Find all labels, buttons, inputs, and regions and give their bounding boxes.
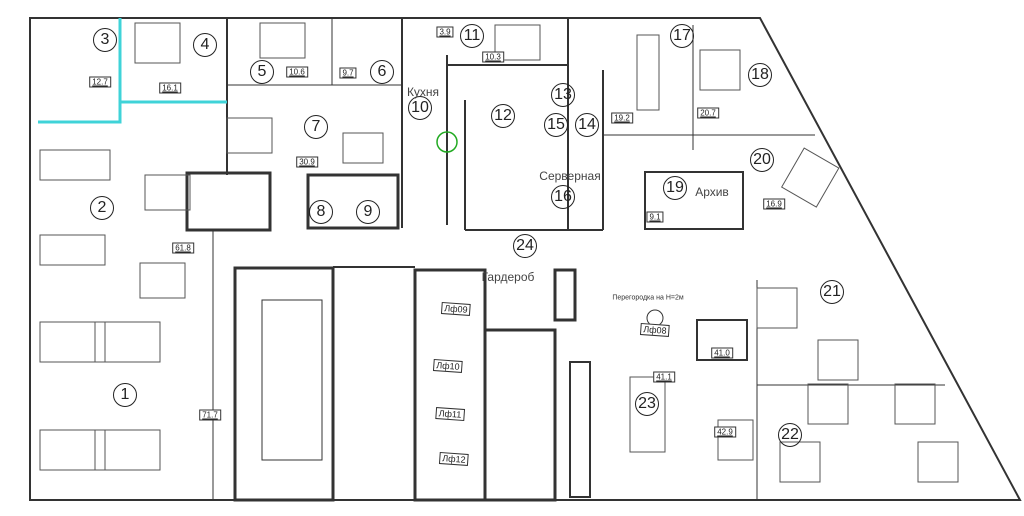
- room-number: 2: [90, 196, 114, 220]
- lift-label: Лф12: [438, 451, 470, 467]
- room-area: 9.1: [646, 211, 664, 223]
- lift-label: Лф09: [440, 301, 472, 317]
- room-area: 41.1: [653, 371, 675, 383]
- room-number: 4: [193, 33, 217, 57]
- room-number: 13: [551, 83, 575, 107]
- room-name: Кухня: [406, 85, 440, 99]
- room-area: 9.7: [339, 67, 357, 79]
- room-area: 10.3: [482, 51, 504, 63]
- room-name: Архив: [695, 185, 729, 199]
- lift-label: Лф08: [639, 322, 671, 338]
- room-number: 19: [663, 176, 687, 200]
- room-number: 5: [250, 60, 274, 84]
- room-area: 10.6: [286, 66, 308, 78]
- room-number: 18: [748, 63, 772, 87]
- room-number: 3: [93, 28, 117, 52]
- room-number: 22: [778, 423, 802, 447]
- lift-label: Лф11: [435, 407, 465, 421]
- room-number: 16: [551, 185, 575, 209]
- room-number: 20: [750, 148, 774, 172]
- room-number: 14: [575, 113, 599, 137]
- room-number: 17: [670, 24, 694, 48]
- room-number: 11: [460, 24, 484, 48]
- room-number: 8: [309, 200, 333, 224]
- room-number: 10: [408, 96, 432, 120]
- wardrobe-label: Гардероб: [481, 270, 535, 284]
- room-number: 9: [356, 200, 380, 224]
- room-number: 24: [513, 234, 537, 258]
- building-outline: [29, 17, 1022, 501]
- room-number: 12: [491, 104, 515, 128]
- room-name: Серверная: [539, 169, 601, 183]
- room-area: 3.9: [436, 26, 454, 38]
- room-number: 23: [635, 392, 659, 416]
- room-area: 61.8: [172, 242, 194, 254]
- room-area: 12.7: [89, 76, 111, 88]
- room-area: 42.9: [714, 426, 736, 438]
- room-area: 16.1: [159, 82, 181, 94]
- room-area: 71.7: [199, 409, 221, 421]
- room-number: 15: [544, 113, 568, 137]
- room-area: 41.0: [711, 347, 733, 359]
- room-area: 19.2: [611, 112, 633, 124]
- room-number: 1: [113, 383, 137, 407]
- room-area: 20.7: [697, 107, 719, 119]
- room-number: 6: [370, 60, 394, 84]
- room-area: 30.9: [296, 156, 318, 168]
- room-number: 21: [820, 280, 844, 304]
- partition-note: Перегородка на H=2м: [612, 294, 684, 302]
- room-area: 16.9: [763, 198, 785, 210]
- room-number: 7: [304, 115, 328, 139]
- lift-label: Лф10: [432, 358, 464, 374]
